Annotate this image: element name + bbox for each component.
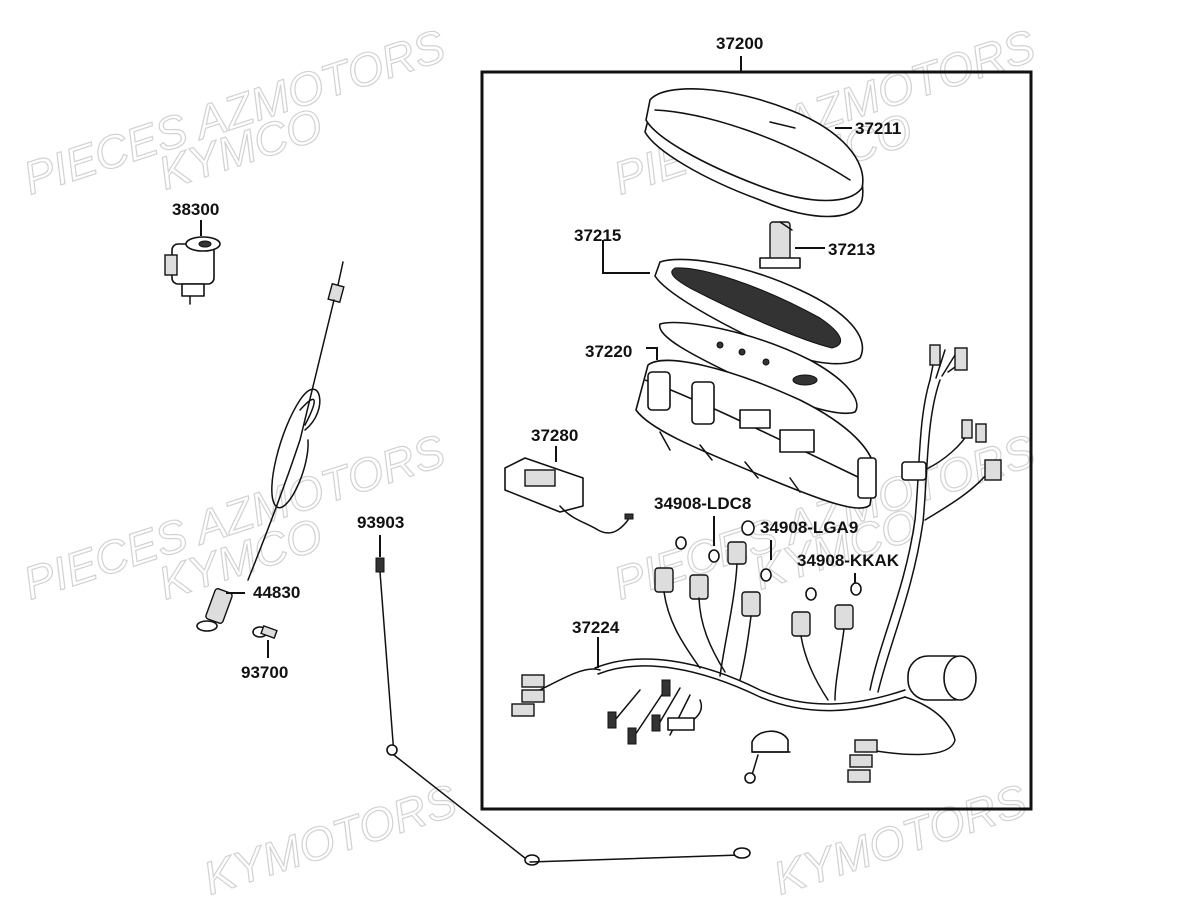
- watermark-text: KYMOTORS: [767, 774, 1033, 900]
- assembly-frame: [480, 70, 1033, 811]
- callout-34908-ldc8: 34908-LDC8: [654, 494, 751, 513]
- callout-37213: 37213: [828, 240, 875, 259]
- bulb-socket-part: [654, 541, 854, 637]
- callout-37215: 37215: [574, 226, 621, 245]
- callout-93903: 93903: [357, 513, 404, 532]
- lens-fitting-part: [759, 221, 801, 269]
- callout-34908-kkak: 34908-KKAK: [797, 551, 900, 570]
- circuit-board-part: [504, 457, 634, 534]
- wiring-harness-part: [511, 344, 1002, 783]
- ignition-switch-part: [164, 236, 221, 305]
- cable-tie-part: [375, 557, 751, 866]
- callout-37224: 37224: [572, 618, 620, 637]
- leader-37215: [602, 240, 650, 274]
- bulb-part: [675, 520, 862, 601]
- callout-93700: 93700: [241, 663, 288, 682]
- screw-93700-part: [252, 624, 278, 640]
- callout-44830: 44830: [253, 583, 300, 602]
- callout-37220: 37220: [585, 342, 632, 361]
- callout-38300: 38300: [172, 200, 219, 219]
- meter-gasket-part: [654, 258, 864, 365]
- watermark-text: KYMOTORS: [197, 774, 463, 900]
- callout-37280: 37280: [531, 426, 578, 445]
- leader-37220: [646, 347, 658, 360]
- harness-clamp-part: [744, 730, 791, 784]
- callout-34908-lga9: 34908-LGA9: [760, 518, 858, 537]
- callout-37200: 37200: [716, 34, 763, 53]
- meter-cover-part: [644, 88, 864, 218]
- speedometer-cable-part: [196, 261, 345, 632]
- meter-faceplate-part: [659, 321, 858, 415]
- meter-housing-part: [635, 359, 877, 509]
- callout-37211: 37211: [855, 119, 901, 138]
